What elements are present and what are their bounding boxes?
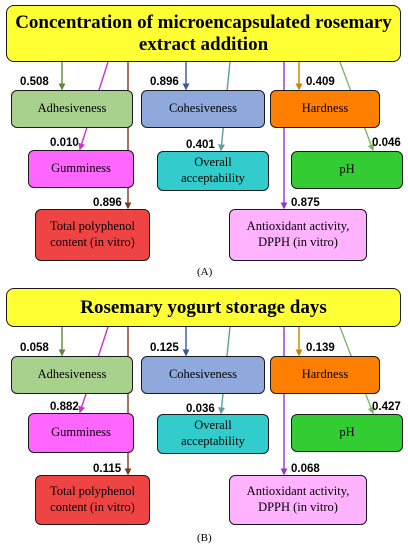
panel-a-caption: (A) (197, 266, 213, 278)
panel-a-value-ph: 0.046 (372, 137, 401, 149)
panel-a-value-hardness: 0.409 (306, 76, 335, 88)
panel-a-value-antioxidant: 0.875 (291, 197, 320, 209)
panel-b-title: Rosemary yogurt storage days (6, 288, 401, 327)
panel-a-node-ph: pH (291, 151, 403, 189)
panel-b-node-polyphenol: Total polyphenol content (in vitro) (35, 475, 150, 525)
panel-a-node-gumminess: Gumminess (28, 150, 134, 188)
panel-b-caption: (B) (197, 532, 212, 544)
panel-b-value-polyphenol: 0.115 (93, 463, 122, 475)
panel-a-value-gumminess: 0.010 (50, 137, 79, 149)
panel-a-value-cohesiveness: 0.896 (150, 76, 179, 88)
panel-b-node-ph: pH (291, 414, 403, 452)
panel-b-value-antioxidant: 0.068 (291, 463, 320, 475)
panel-b-node-cohesiveness: Cohesiveness (141, 356, 265, 394)
panel-a-node-antioxidant: Antioxidant activity, DPPH (in vitro) (229, 209, 367, 261)
panel-a-value-overall: 0.401 (186, 139, 215, 151)
panel-a-node-overall: Overall acceptability (157, 151, 269, 191)
panel-a-node-polyphenol: Total polyphenol content (in vitro) (35, 209, 150, 261)
panel-b-node-hardness: Hardness (270, 356, 380, 394)
panel-a-node-adhesiveness: Adhesiveness (11, 90, 133, 128)
panel-a-value-adhesiveness: 0.508 (20, 76, 49, 88)
panel-b-node-adhesiveness: Adhesiveness (11, 356, 133, 394)
panel-b-value-hardness: 0.139 (306, 342, 335, 354)
panel-b-value-adhesiveness: 0.058 (20, 342, 49, 354)
panel-b-node-antioxidant: Antioxidant activity, DPPH (in vitro) (229, 475, 367, 525)
panel-b-value-ph: 0.427 (372, 401, 401, 413)
panel-b-node-overall: Overall acceptability (157, 414, 269, 454)
panel-b-node-gumminess: Gumminess (28, 413, 134, 453)
panel-a-value-polyphenol: 0.896 (93, 197, 122, 209)
panel-b-value-cohesiveness: 0.125 (150, 342, 179, 354)
panel-a-title: Concentration of microencapsulated rosem… (6, 5, 401, 62)
panel-a-node-hardness: Hardness (270, 90, 380, 128)
panel-b-value-overall: 0.036 (186, 403, 215, 415)
panel-a-node-cohesiveness: Cohesiveness (141, 90, 265, 128)
panel-b-value-gumminess: 0.882 (50, 401, 79, 413)
